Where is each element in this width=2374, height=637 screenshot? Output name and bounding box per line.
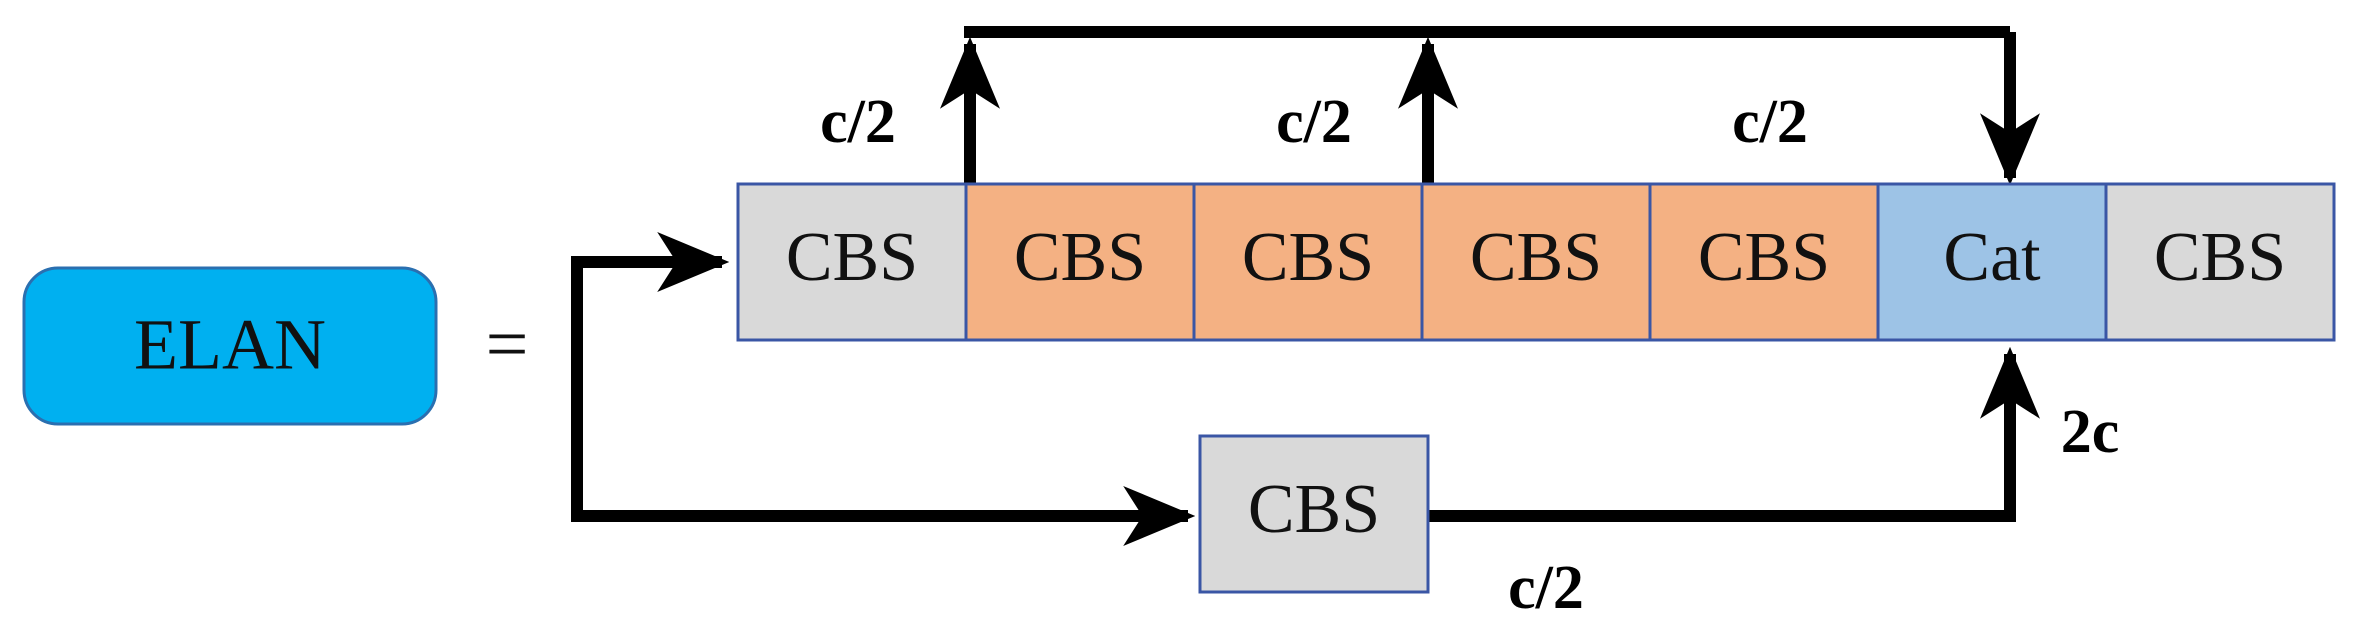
channel-label-side-branch: c/2	[1508, 554, 1584, 622]
main-row-block-6-box	[1876, 182, 2108, 342]
main-row-block-6-label: Cat	[1943, 219, 2041, 296]
main-row: CBS CBS CBS CBS CBS Cat CBS	[736, 182, 2336, 342]
side-branch-output-arrow	[1428, 346, 2040, 522]
main-row-block-2-box	[964, 182, 1196, 342]
main-row-block-4-label: CBS	[1470, 219, 1602, 296]
side-branch-cbs-box	[1198, 434, 1430, 594]
main-row-block-3-label: CBS	[1242, 219, 1374, 296]
main-row-block-7-box	[2104, 182, 2336, 342]
side-branch-block: CBS	[1198, 434, 1430, 594]
equals-sign: =	[486, 302, 529, 386]
main-row-block-5-box	[1648, 182, 1880, 342]
main-row-block-2-label: CBS	[1014, 219, 1146, 296]
main-row-block-1-label: CBS	[786, 219, 918, 296]
elan-module: ELAN	[22, 266, 438, 426]
main-row-block-4-box	[1420, 182, 1652, 342]
side-branch-cbs-label: CBS	[1248, 471, 1380, 548]
side-branch-input-arrow	[571, 262, 1196, 546]
main-row-block-5-label: CBS	[1698, 219, 1830, 296]
channel-label-tap-1: c/2	[820, 88, 896, 156]
elan-box	[22, 266, 438, 426]
input-arrow	[571, 232, 730, 292]
main-row-block-3-box	[1192, 182, 1424, 342]
channel-label-tap-2: c/2	[1276, 88, 1352, 156]
main-row-block-7-label: CBS	[2154, 219, 2286, 296]
connections	[571, 26, 2040, 546]
channel-label-tap-3: c/2	[1732, 88, 1808, 156]
channel-label-cat-input: 2c	[2061, 398, 2120, 466]
elan-label: ELAN	[134, 305, 326, 385]
